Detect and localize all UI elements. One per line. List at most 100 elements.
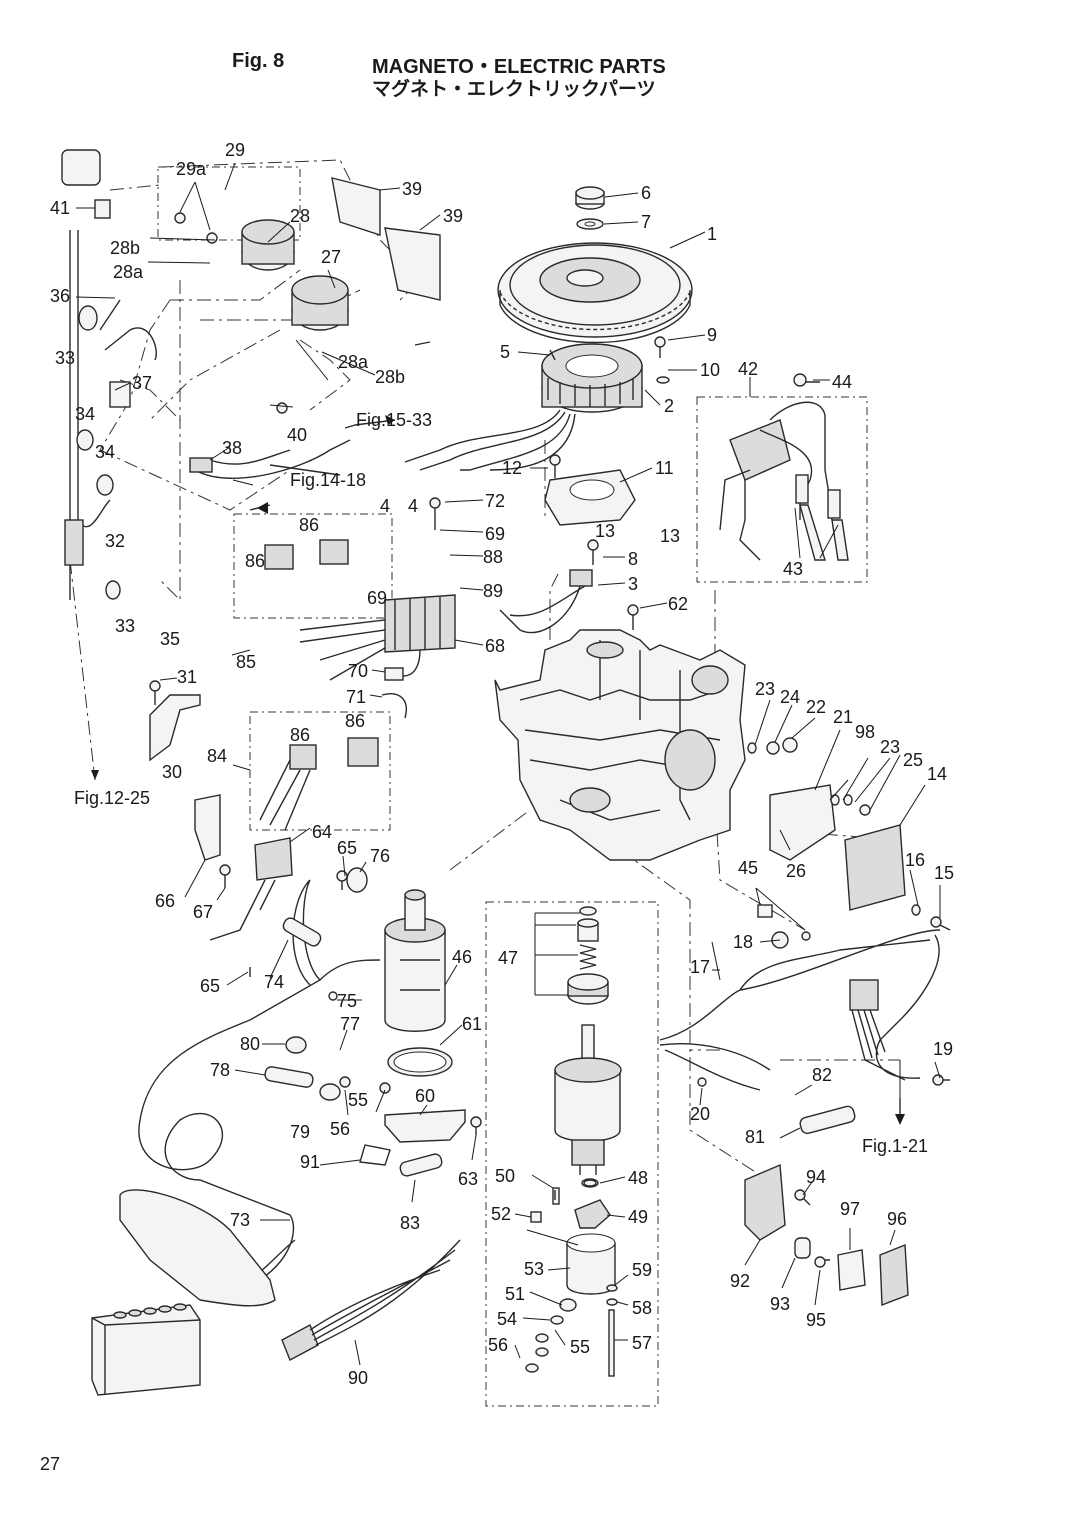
callout-label: 58: [632, 1298, 652, 1318]
callout-label: 91: [300, 1152, 320, 1172]
stator-coil: [541, 343, 643, 413]
callout-label: 55: [348, 1090, 368, 1110]
relay-bracket-66: [194, 794, 221, 861]
callout-label: 35: [160, 629, 180, 649]
callout-label: 13: [660, 526, 680, 546]
callout-label: 10: [700, 360, 720, 380]
figure-reference: Fig.15-33: [356, 410, 432, 430]
callout-label: 23: [755, 679, 775, 699]
callout-label: 34: [95, 442, 115, 462]
callout-label: 15: [934, 863, 954, 883]
callout-label: 33: [55, 348, 75, 368]
callout-label: 50: [495, 1166, 515, 1186]
callout-label: 2: [664, 396, 674, 416]
callout-label: 37: [132, 373, 152, 393]
callout-label: 18: [733, 932, 753, 952]
pulser-coil: [499, 569, 593, 634]
callout-label: 47: [498, 948, 518, 968]
callout-label: 67: [193, 902, 213, 922]
callout-label: 60: [415, 1086, 435, 1106]
callout-label: 89: [483, 581, 503, 601]
callout-label: 76: [370, 846, 390, 866]
callout-label: 98: [855, 722, 875, 742]
callout-label: 28b: [375, 367, 405, 387]
callout-label: 40: [287, 425, 307, 445]
callout-label: 56: [330, 1119, 350, 1139]
callout-label: 20: [690, 1104, 710, 1124]
arrows: [91, 415, 905, 1125]
harness-left: [64, 230, 157, 600]
callout-label: 23: [880, 737, 900, 757]
callout-label: 7: [641, 212, 651, 232]
callout-label: 63: [458, 1169, 478, 1189]
callout-label: 51: [505, 1284, 525, 1304]
callout-label: 53: [524, 1259, 544, 1279]
switch-brackets: [331, 177, 441, 301]
callout-label: 56: [488, 1335, 508, 1355]
callout-label: 30: [162, 762, 182, 782]
callout-label: 25: [903, 750, 923, 770]
callout-label: 65: [200, 976, 220, 996]
callout-label: 69: [485, 524, 505, 544]
callout-label: 31: [177, 667, 197, 687]
main-switch-harness: [189, 439, 351, 479]
callout-label: 78: [210, 1060, 230, 1080]
callout-label: 38: [222, 438, 242, 458]
callout-label: 16: [905, 850, 925, 870]
callout-label: 64: [312, 822, 332, 842]
callout-label: 26: [786, 861, 806, 881]
callout-label: 94: [806, 1167, 826, 1187]
callout-labels: 1 2 3 4 4 5 6 7 8 9 10 11 12 13 13 14 15…: [50, 140, 954, 1388]
relays: [259, 539, 379, 831]
callout-label: 86: [345, 711, 365, 731]
callout-label: 83: [400, 1213, 420, 1233]
callout-label: 65: [337, 838, 357, 858]
starter-armature: [554, 1024, 622, 1175]
fasteners: [61, 149, 951, 1268]
callout-label: 28a: [113, 262, 144, 282]
bracket-30: [149, 694, 201, 762]
callout-label: 41: [50, 198, 70, 218]
fuse-holder-92: [744, 1163, 786, 1241]
brush-holder: [574, 1199, 611, 1229]
callout-label: 86: [290, 725, 310, 745]
callout-label: 72: [485, 491, 505, 511]
flywheel-nut: [575, 186, 605, 230]
callout-label: 70: [348, 661, 368, 681]
boat-hull: [119, 1189, 276, 1307]
rectifier-relay-group-box: [233, 513, 393, 619]
starter-bracket: [384, 1109, 466, 1143]
starter-pinion-stack: [567, 906, 609, 1005]
starter-end-cap: [566, 1233, 616, 1295]
callout-label: 93: [770, 1294, 790, 1314]
callout-label: 8: [628, 549, 638, 569]
callout-label: 92: [730, 1271, 750, 1291]
figure-reference: Fig.12-25: [74, 788, 150, 808]
battery-cable: [138, 959, 381, 1301]
relay-group-box: [249, 711, 391, 831]
callout-label: 88: [483, 547, 503, 567]
ignition-coil: [719, 401, 849, 561]
rectifier-regulator: [299, 594, 456, 681]
callout-label: 55: [570, 1337, 590, 1357]
figure-number: Fig. 8: [232, 50, 285, 72]
callout-label: 77: [340, 1014, 360, 1034]
callout-label: 28: [290, 206, 310, 226]
callout-label: 86: [245, 551, 265, 571]
callout-label: 75: [337, 991, 357, 1011]
starter-motor: [384, 889, 446, 1032]
callout-label: 82: [812, 1065, 832, 1085]
callout-label: 52: [491, 1204, 511, 1224]
callout-label: 13: [595, 521, 615, 541]
callout-label: 48: [628, 1168, 648, 1188]
callout-label: 80: [240, 1034, 260, 1054]
starter-motor-group-box: [485, 901, 659, 1407]
figure-reference: Fig.1-21: [862, 1136, 928, 1156]
callout-label: 9: [707, 325, 717, 345]
gasket-97: [837, 1249, 866, 1291]
callout-label: 71: [346, 687, 366, 707]
callout-label: 29a: [176, 159, 207, 179]
callout-label: 12: [502, 458, 522, 478]
callout-label: 86: [299, 515, 319, 535]
